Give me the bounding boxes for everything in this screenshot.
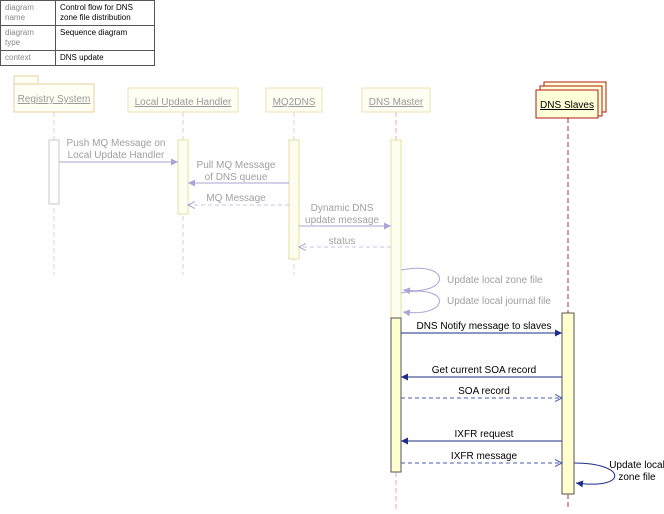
activation-master-faded: [390, 139, 402, 319]
diagram-info-table: diagram name Control flow for DNS zone f…: [0, 0, 155, 66]
participant-label: DNS Master: [369, 97, 424, 108]
participant-registry: Registry System: [13, 75, 95, 113]
participant-label: Registry System: [18, 94, 91, 105]
message-soa-record: SOA record: [401, 386, 562, 398]
message-label: SOA record: [458, 386, 510, 397]
message-ixfr-request: IXFR request: [401, 429, 562, 445]
message-label: of DNS queue: [205, 172, 268, 183]
info-key: diagram name: [0, 0, 56, 26]
message-dynamic-dns-update: Dynamic DNS update message: [299, 203, 391, 230]
info-row-diagram-name: diagram name Control flow for DNS zone f…: [0, 0, 155, 26]
participant-label: MQ2DNS: [273, 97, 316, 108]
activation-master: [390, 317, 402, 473]
participant-label: Local Update Handler: [135, 97, 232, 108]
self-message-update-journal: Update local journal file: [400, 290, 551, 317]
message-label: update message: [305, 215, 379, 226]
message-get-soa: Get current SOA record: [401, 365, 562, 381]
participant-mq2dns: MQ2DNS: [265, 87, 323, 113]
message-label: zone file: [618, 472, 656, 483]
info-value: Control flow for DNS zone file distribut…: [55, 0, 155, 26]
message-label: Update local zone file: [447, 275, 543, 286]
message-label: Push MQ Message on: [67, 138, 166, 149]
message-label: Local Update Handler: [68, 150, 165, 161]
message-ixfr-message: IXFR message: [401, 451, 562, 463]
message-dns-notify: DNS Notify message to slaves: [401, 321, 562, 337]
message-label: Pull MQ Message: [197, 160, 276, 171]
message-label: Update local journal file: [447, 296, 551, 307]
message-label: status: [329, 236, 356, 247]
activation-slaves: [561, 312, 575, 495]
info-value: DNS update: [55, 50, 155, 66]
message-pull-mq: Pull MQ Message of DNS queue: [188, 160, 289, 187]
message-label: DNS Notify message to slaves: [416, 321, 551, 332]
info-value: Sequence diagram: [55, 25, 155, 51]
message-push-mq: Push MQ Message on Local Update Handler: [59, 138, 178, 166]
info-row-diagram-type: diagram type Sequence diagram: [0, 25, 155, 51]
activation-registry: [48, 139, 60, 205]
activation-luh: [177, 139, 189, 215]
self-message-slave-update-zone: Update local zone file: [573, 460, 664, 488]
message-label: Update local: [609, 460, 664, 471]
message-label: IXFR message: [451, 451, 518, 462]
info-row-context: context DNS update: [0, 50, 155, 66]
participant-luh: Local Update Handler: [127, 87, 239, 113]
info-key: diagram type: [0, 25, 56, 51]
message-label: IXFR request: [455, 429, 514, 440]
message-mq-message: MQ Message: [188, 193, 289, 205]
participant-slaves: DNS Slaves: [535, 81, 607, 119]
activation-mq2dns: [288, 139, 300, 260]
message-label: Dynamic DNS: [311, 203, 374, 214]
message-label: Get current SOA record: [432, 365, 537, 376]
message-status: status: [299, 236, 391, 247]
participant-master: DNS Master: [361, 87, 431, 113]
self-message-update-zone: Update local zone file: [400, 267, 543, 295]
participant-label: DNS Slaves: [540, 100, 594, 111]
message-label: MQ Message: [206, 193, 266, 204]
